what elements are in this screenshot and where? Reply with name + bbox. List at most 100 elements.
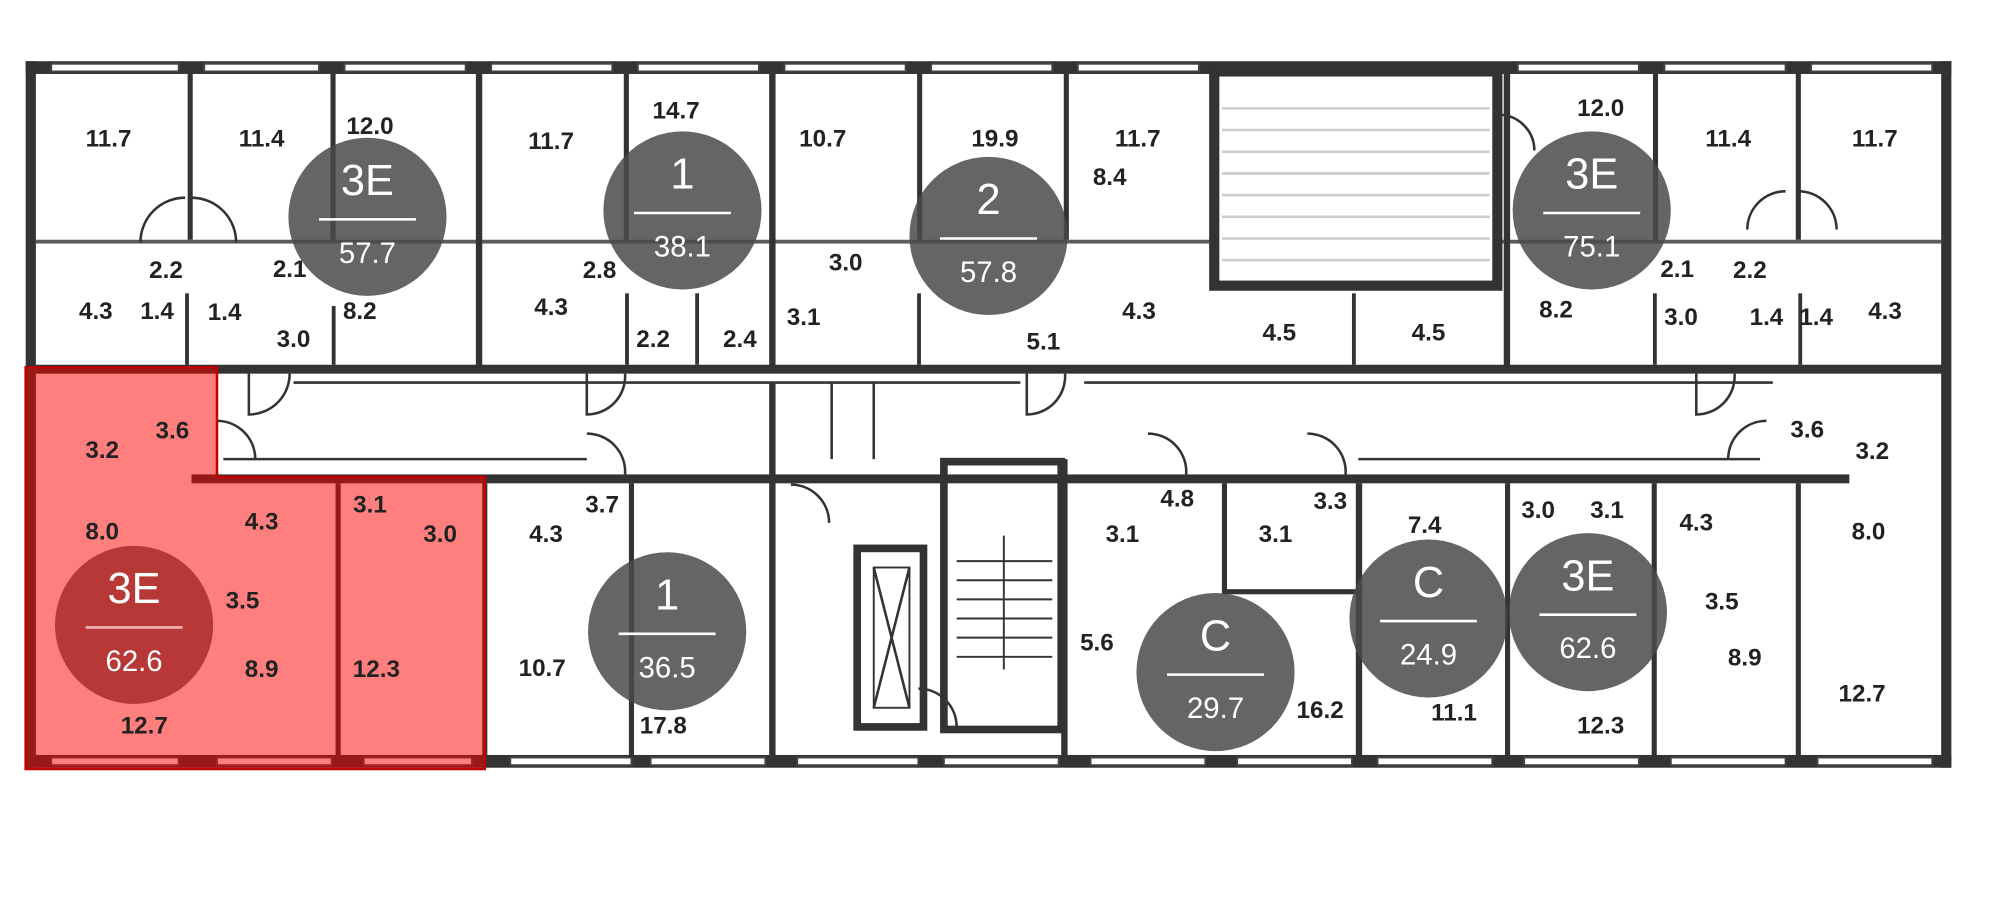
apartment-circle	[55, 545, 214, 704]
room-area-label: 3.5	[1705, 589, 1739, 616]
room-area-label: 3.0	[423, 521, 457, 548]
apartment-type: 1	[670, 151, 694, 199]
room-area-label: 1.4	[140, 298, 174, 325]
room-area-label: 4.3	[1868, 298, 1902, 325]
room-area-label: 2.1	[273, 256, 307, 283]
room-area-label: 3.1	[1259, 521, 1293, 548]
room-area-label: 4.3	[245, 508, 279, 535]
apartment-type: 1	[655, 572, 679, 620]
apartment-area: 57.7	[339, 237, 396, 270]
apartment-type: 2	[976, 176, 1000, 224]
room-area-label: 4.3	[79, 298, 113, 325]
room-area-label: 3.2	[1855, 438, 1889, 465]
apartment-circle	[588, 552, 747, 711]
apartment-area: 38.1	[654, 230, 711, 263]
apartment-type: 3E	[1561, 552, 1614, 600]
apartment-circle	[1136, 593, 1295, 752]
apartment-badge[interactable]: 136.5	[588, 552, 747, 711]
room-area-label: 8.9	[1728, 645, 1762, 672]
room-area-label: 14.7	[653, 98, 700, 125]
room-area-label: 4.3	[1679, 510, 1713, 537]
apartment-badge[interactable]: 138.1	[603, 131, 762, 290]
apartment-badge[interactable]: C 24.9	[1349, 539, 1508, 698]
room-area-label: 2.8	[583, 257, 617, 284]
room-area-label: 2.2	[636, 326, 670, 353]
room-area-label: 3.1	[1590, 497, 1624, 524]
room-area-label: 11.7	[1115, 126, 1161, 153]
apartment-badge[interactable]: 3E 75.1	[1512, 131, 1671, 290]
room-area-label: 2.4	[723, 326, 757, 353]
apartment-badge[interactable]: 3E 62.6	[55, 545, 214, 704]
room-area-label: 2.2	[1733, 257, 1767, 284]
room-area-label: 4.3	[1122, 298, 1156, 325]
room-area-label: 4.3	[529, 521, 563, 548]
room-area-label: 12.7	[1839, 680, 1886, 707]
apartment-circle	[1508, 533, 1667, 692]
room-area-label: 12.0	[1577, 95, 1624, 122]
room-area-label: 12.0	[346, 113, 393, 140]
room-area-label: 3.1	[1106, 521, 1140, 548]
room-area-label: 8.9	[245, 656, 279, 683]
apartment-area: 75.1	[1563, 230, 1620, 263]
room-area-label: 4.5	[1412, 320, 1446, 347]
room-area-label: 11.1	[1431, 700, 1477, 727]
room-area-label: 3.2	[85, 437, 119, 464]
room-area-label: 3.5	[226, 587, 260, 614]
apartment-circle	[1349, 539, 1508, 698]
room-area-label: 3.1	[353, 492, 387, 519]
doors	[139, 113, 1838, 727]
apartment-area: 24.9	[1400, 639, 1457, 672]
storage-room	[1209, 66, 1503, 291]
room-area-label: 8.2	[343, 298, 377, 325]
room-area-label: 10.7	[799, 126, 846, 153]
room-area-label: 11.4	[239, 126, 285, 153]
room-area-label: 7.4	[1408, 512, 1442, 539]
room-area-label: 19.9	[971, 126, 1018, 153]
room-area-label: 17.8	[640, 712, 687, 739]
room-area-label: 11.7	[86, 126, 132, 153]
room-area-label: 11.7	[1852, 126, 1898, 153]
room-area-label: 11.7	[528, 128, 574, 155]
apartment-area: 62.6	[106, 645, 163, 678]
room-area-label: 1.4	[1750, 304, 1784, 331]
room-area-label: 1.4	[208, 299, 242, 326]
stairwell	[830, 382, 1066, 734]
apartment-badge[interactable]: C 29.7	[1136, 593, 1295, 752]
apartment-area: 29.7	[1187, 692, 1244, 725]
room-area-label: 12.3	[1577, 712, 1624, 739]
room-area-label: 5.6	[1080, 629, 1114, 656]
room-area-label: 12.3	[353, 656, 400, 683]
room-area-label: 5.1	[1027, 328, 1061, 355]
room-area-label: 3.0	[829, 249, 863, 276]
room-area-label: 4.5	[1262, 320, 1296, 347]
apartment-area: 57.8	[960, 256, 1017, 289]
room-area-label: 16.2	[1297, 697, 1344, 724]
room-area-label: 1.4	[1799, 304, 1833, 331]
room-area-label: 12.7	[121, 712, 168, 739]
apartment-badges: 3E57.7138.1257.83E75.13E62.6136.5C29.7C2…	[55, 131, 1671, 752]
room-area-label: 11.4	[1705, 126, 1751, 153]
apartment-badge[interactable]: 257.8	[909, 156, 1068, 315]
apartment-type: 3E	[1565, 151, 1618, 199]
apartment-type: 3E	[108, 565, 161, 613]
room-area-label: 4.3	[534, 294, 568, 321]
apartment-circle	[603, 131, 762, 290]
apartment-type: 3E	[341, 157, 394, 205]
room-area-label: 8.0	[85, 518, 119, 545]
apartment-type: C	[1413, 559, 1444, 607]
room-area-label: 4.8	[1160, 485, 1194, 512]
apartment-badge[interactable]: 3E 57.7	[288, 137, 447, 296]
room-area-label: 3.0	[1521, 497, 1555, 524]
room-area-label: 3.1	[787, 304, 821, 331]
apartment-type: C	[1200, 612, 1231, 660]
room-area-label: 8.0	[1852, 518, 1886, 545]
room-area-label: 8.4	[1093, 164, 1127, 191]
room-area-label: 10.7	[519, 655, 566, 682]
apartment-area: 36.5	[639, 651, 696, 684]
apartment-circle	[909, 156, 1068, 315]
room-area-label: 3.0	[277, 326, 311, 353]
apartment-circle	[1512, 131, 1671, 290]
